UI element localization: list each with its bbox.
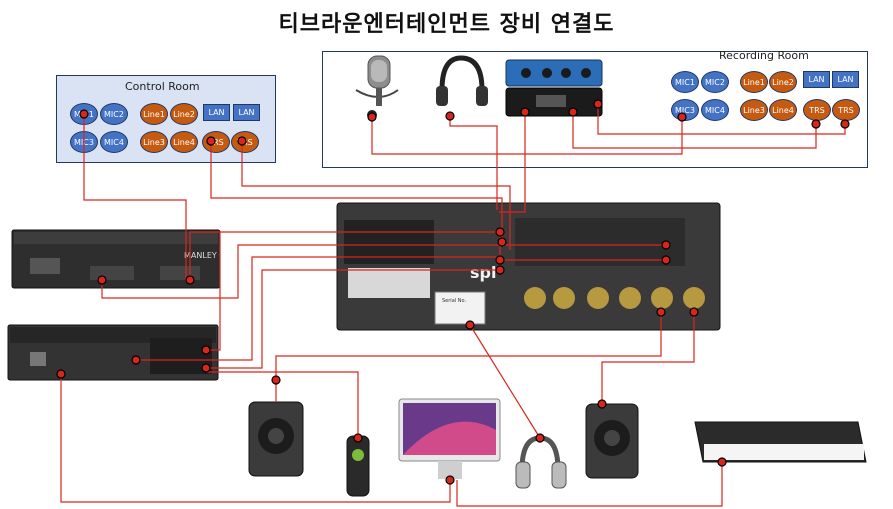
control-line2-port: Line2 [170,103,198,125]
audio-interface-rack [7,324,219,381]
diagram-title: 티브라운엔터테인먼트 장비 연결도 [278,12,615,37]
control-line1-port: Line1 [140,103,168,125]
control-mic4-port: MIC4 [100,131,128,153]
right-studio-monitor-speaker [585,403,639,479]
spl-brand-label: spl [470,263,496,282]
control-mic2-port: MIC2 [100,103,128,125]
headphones-icon [436,55,488,106]
control-room-label: Control Room [125,80,200,93]
studio-headphones-icon [515,435,567,489]
control-trs1-port: TRS [202,131,230,153]
control-lan2-port: LAN [233,104,260,121]
connection-points [56,99,850,485]
recording-line1-port: Line1 [740,71,768,93]
recording-lan1-port: LAN [803,71,830,88]
recording-room-label: Recording Room [719,49,809,62]
recording-lan2-port: LAN [832,71,859,88]
control-room-panel: Control Room MIC1 MIC2 MIC3 MIC4 Line1 L… [56,75,276,163]
spl-monitor-controller: Serial No. spl [336,202,721,331]
recording-line3-port: Line3 [740,99,768,121]
recording-mic4-port: MIC4 [701,99,729,121]
imac-computer-icon [398,398,501,479]
cable-lines [60,104,846,507]
rack-brand-label: MANLEY [184,251,217,260]
recording-line2-port: Line2 [769,71,797,93]
headphone-amp-icon [505,59,603,117]
recording-mic2-port: MIC2 [701,71,729,93]
condenser-mic-icon [355,55,399,120]
recording-line4-port: Line4 [769,99,797,121]
studio-microphone-icon [346,435,370,497]
recording-mic1-port: MIC1 [671,71,699,93]
left-studio-monitor-speaker [248,401,304,477]
control-line4-port: Line4 [170,131,198,153]
control-lan1-port: LAN [203,104,230,121]
midi-keyboard-icon [694,421,867,463]
control-line3-port: Line3 [140,131,168,153]
serial-label: Serial No. [442,298,466,304]
